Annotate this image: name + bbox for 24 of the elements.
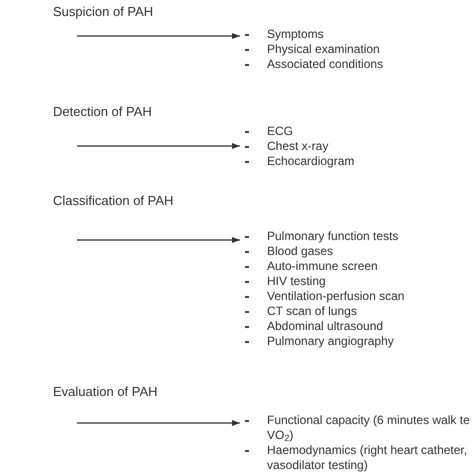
list-item: Functional capacity (6 minutes walk te VO$_{2}$) <box>267 413 471 443</box>
list-item: Echocardiogram <box>267 154 354 169</box>
stage-heading: Classification of PAH <box>53 193 174 209</box>
arrow <box>77 33 240 39</box>
arrow <box>77 143 240 149</box>
list-item: ECG <box>267 124 294 139</box>
list-item: Haemodynamics (right heart catheter, vasodilator testing) <box>267 443 468 473</box>
stage-heading: Detection of PAH <box>53 104 152 120</box>
list-item: Blood gases <box>267 244 334 259</box>
list-item: Auto-immune screen <box>267 259 378 274</box>
list-item: Physical examination <box>267 42 380 57</box>
list-item: Associated conditions <box>267 57 384 72</box>
list-item: Pulmonary function tests <box>267 229 398 244</box>
stage-heading: Suspicion of PAH <box>53 4 154 20</box>
arrow <box>77 237 240 243</box>
list-item: CT scan of lungs <box>267 304 357 319</box>
list-item: Abdominal ultrasound <box>267 319 384 334</box>
list-item: Ventilation-perfusion scan <box>267 289 404 304</box>
list-item: Symptoms <box>267 27 324 42</box>
list-item: HIV testing <box>267 274 326 289</box>
list-item: Pulmonary angiography <box>267 334 394 349</box>
arrow <box>77 420 240 426</box>
list-item: Chest x-ray <box>267 139 328 154</box>
stage-heading: Evaluation of PAH <box>53 384 158 400</box>
